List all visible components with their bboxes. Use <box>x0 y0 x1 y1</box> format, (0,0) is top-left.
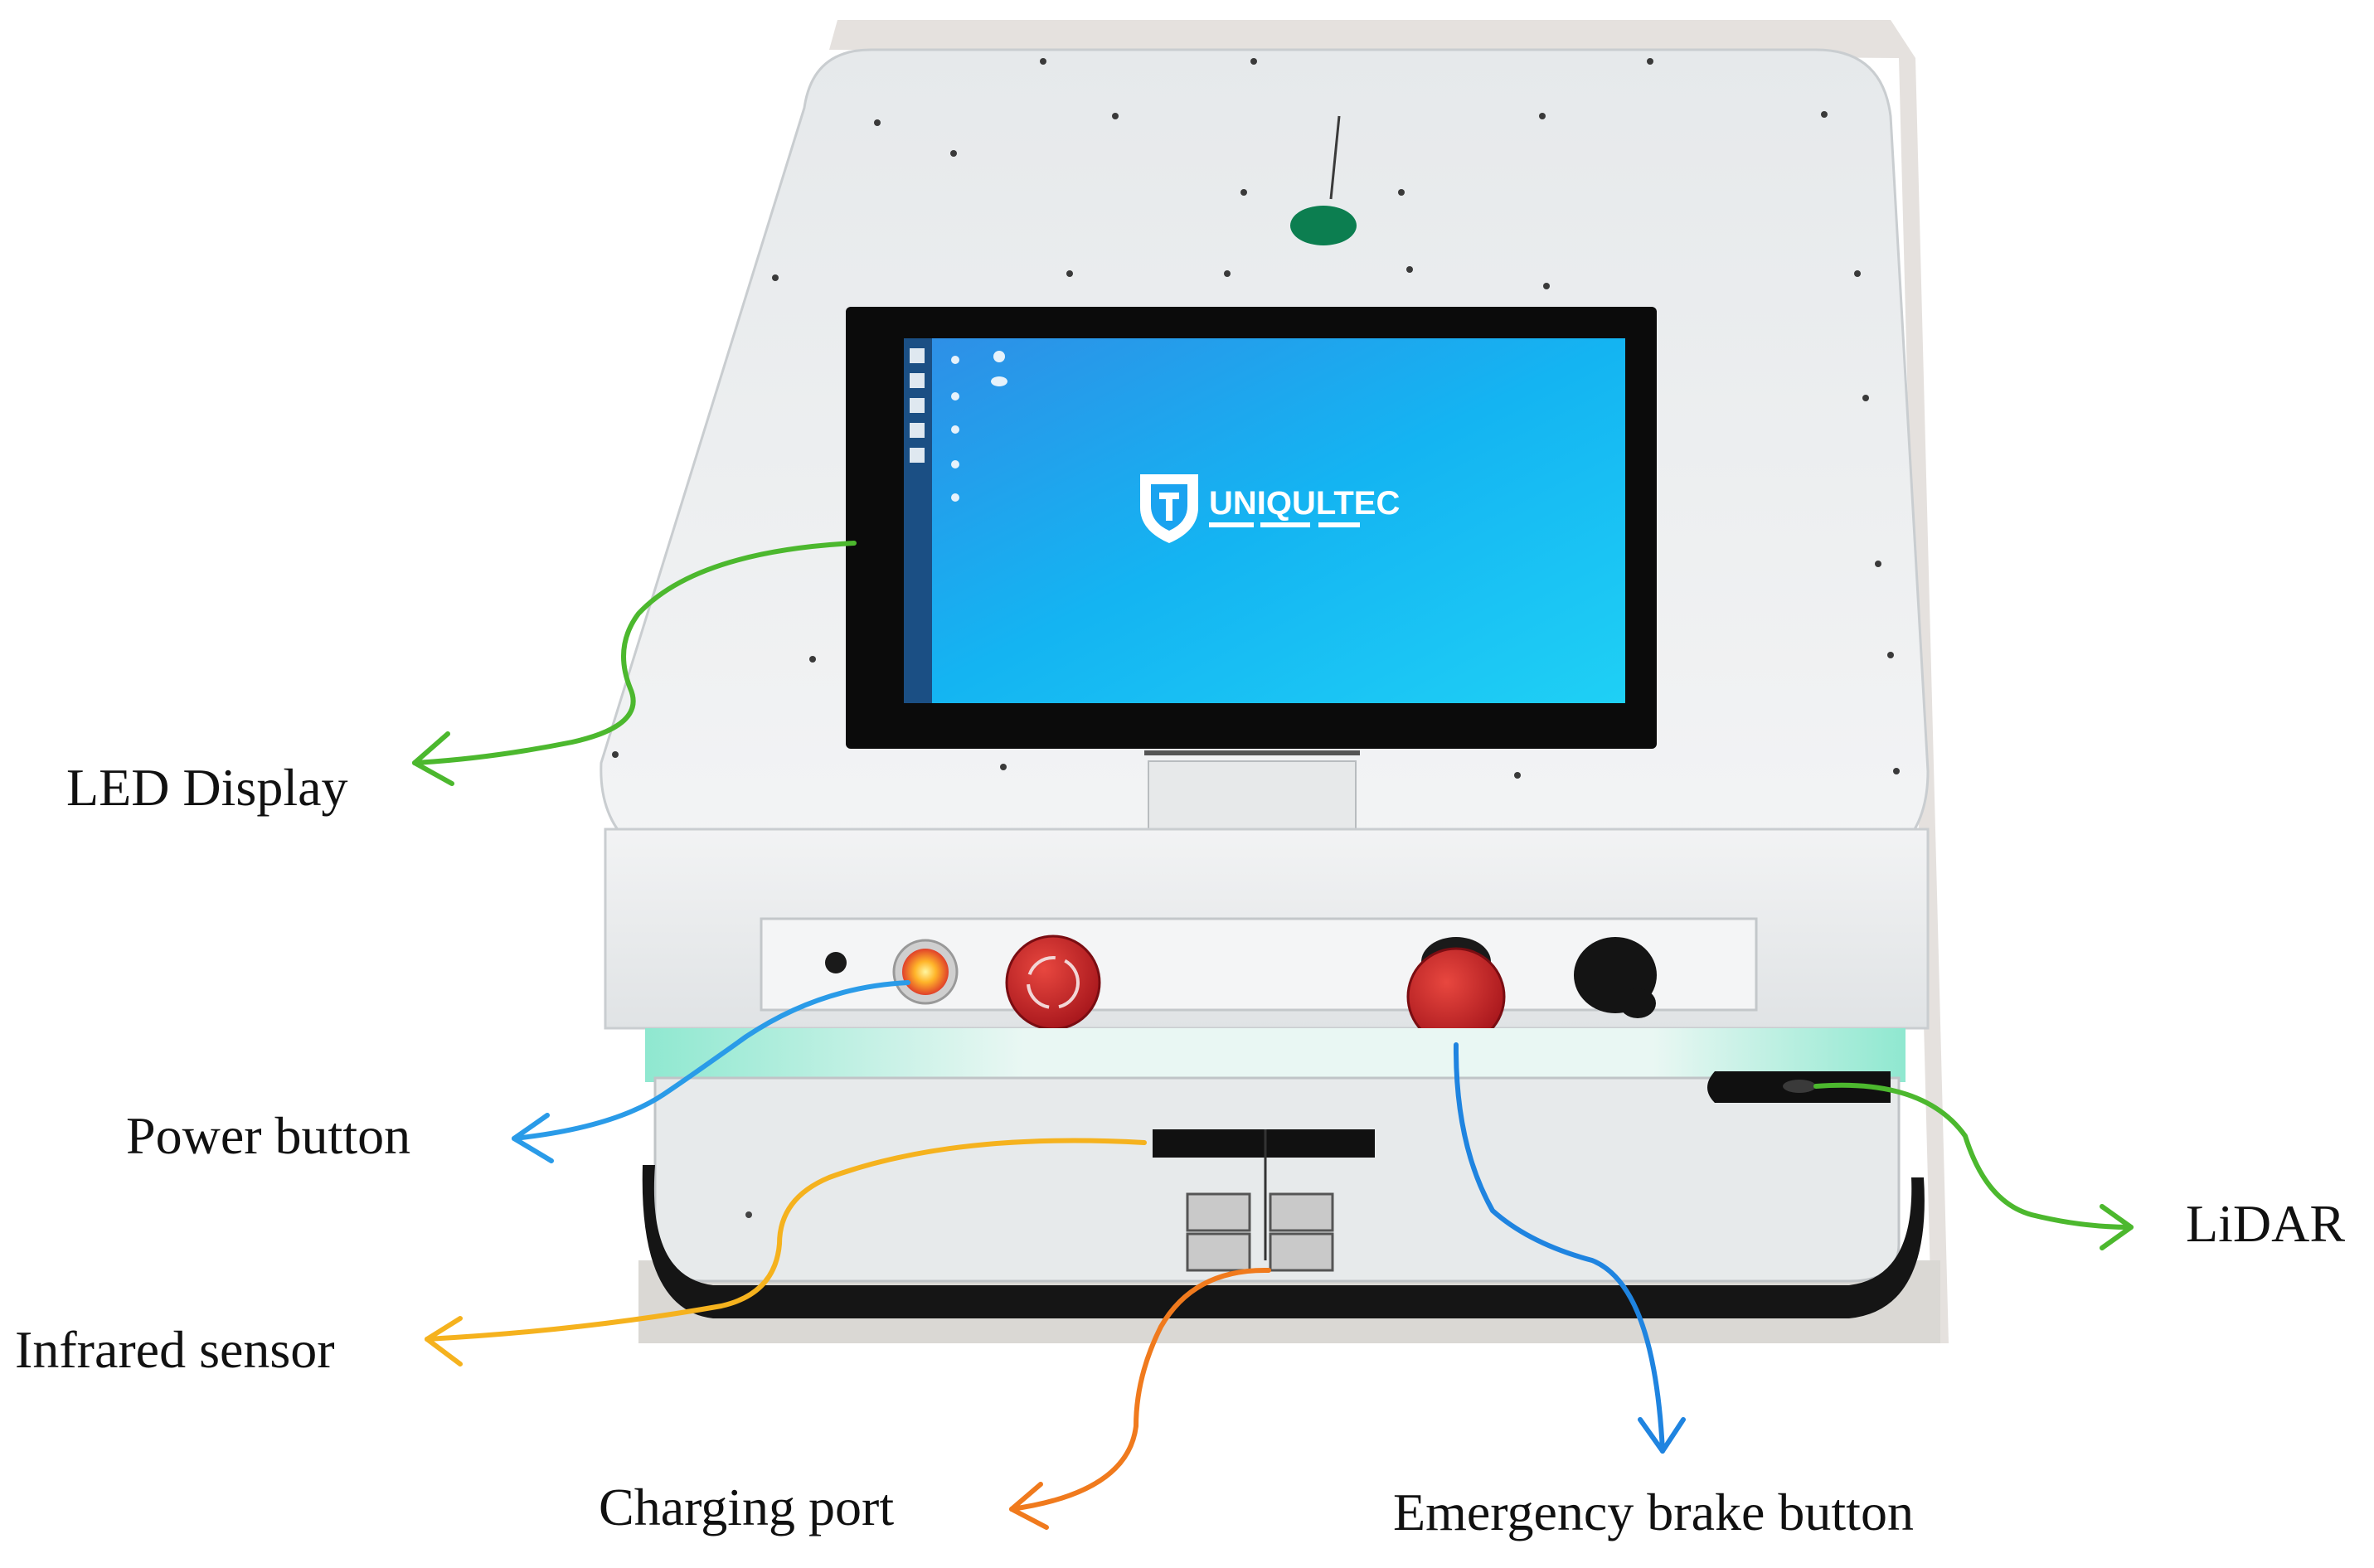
charging-port-arrow <box>1009 1267 1271 1512</box>
label-emergency-brake-button: Emergency brake button <box>1393 1483 1914 1541</box>
light-strip <box>645 1028 1906 1082</box>
robot-front-panel <box>604 828 1930 1057</box>
indicator-hole <box>825 952 847 973</box>
emergency-brake-arrow <box>1453 1042 1665 1454</box>
infrared-sensor-slot <box>1153 1129 1375 1158</box>
robot-lower-base <box>642 1071 1925 1318</box>
infrared-sensor-arrow <box>425 1138 1147 1342</box>
power-button-arrowhead <box>512 1113 554 1163</box>
emergency-brake-arrowhead <box>1638 1417 1686 1454</box>
label-led-display: LED Display <box>66 758 348 817</box>
infrared-sensor-arrowhead <box>425 1316 463 1367</box>
screen-logo-text: UNIQULTEC <box>1209 485 1400 522</box>
led-display-arrowhead <box>412 731 454 786</box>
led-display-screen: UNIQULTEC <box>846 307 1657 749</box>
lidar-sensor-icon <box>1707 1071 1891 1103</box>
label-infrared-sensor: Infrared sensor <box>15 1320 335 1379</box>
charging-port-icon <box>1186 1192 1334 1272</box>
label-charging-port: Charging port <box>599 1478 895 1536</box>
charging-port-arrowhead <box>1009 1482 1049 1530</box>
emergency-brake-button-icon <box>1406 937 1506 1046</box>
lidar-arrow <box>1813 1082 2134 1230</box>
shield-logo-icon <box>1140 474 1198 543</box>
lidar-arrowhead <box>2100 1204 2134 1250</box>
label-power-button: Power button <box>126 1106 411 1165</box>
side-knob-icon <box>1574 937 1657 1018</box>
led-display-arrow <box>412 541 857 765</box>
label-lidar: LiDAR <box>2186 1194 2345 1253</box>
power-button-arrow <box>512 980 910 1141</box>
power-button-icon <box>892 939 959 1005</box>
emergency-stop-icon <box>1005 934 1101 1031</box>
